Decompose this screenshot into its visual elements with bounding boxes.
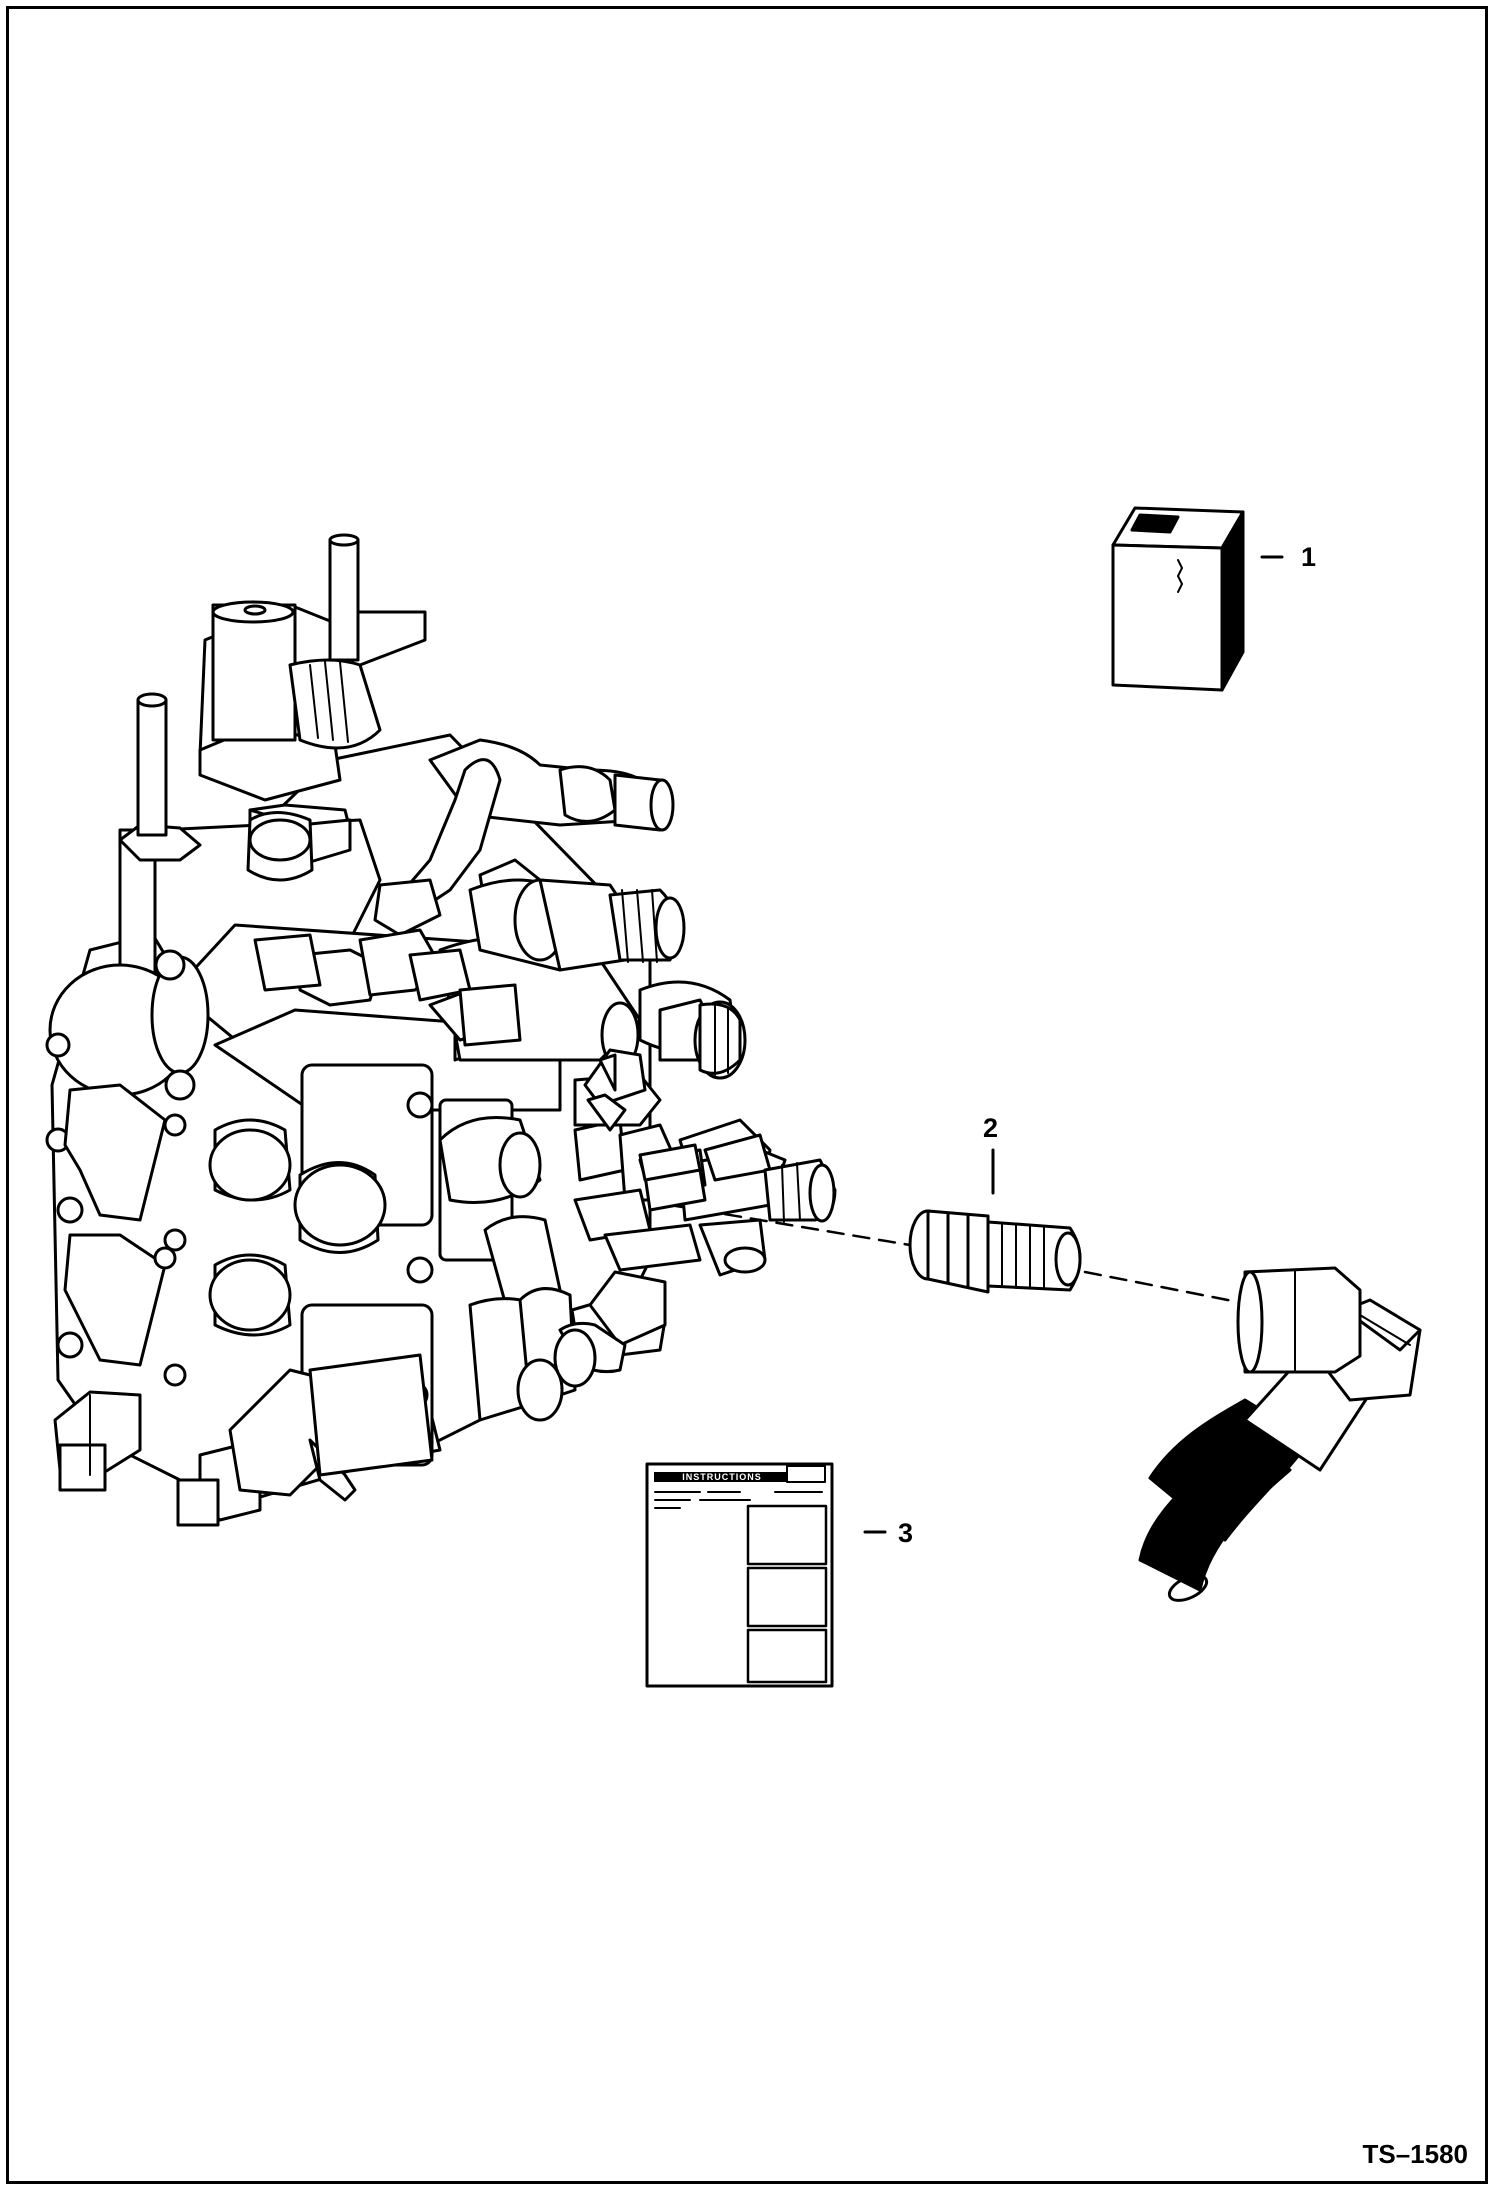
callout-1: 1 [1301,542,1317,572]
instruction-sheet [645,1462,834,1688]
hose-assembly [1138,1266,1422,1602]
callout-2: 2 [983,1113,999,1143]
control-valve-assembly [45,533,837,1527]
figure-id: TS–1580 [1362,2139,1468,2169]
instruction-sheet-heading: INSTRUCTIONS [682,1472,762,1482]
callout-3: 3 [898,1518,914,1548]
kit-box [1111,506,1245,692]
adapter-fitting [908,1209,1082,1294]
